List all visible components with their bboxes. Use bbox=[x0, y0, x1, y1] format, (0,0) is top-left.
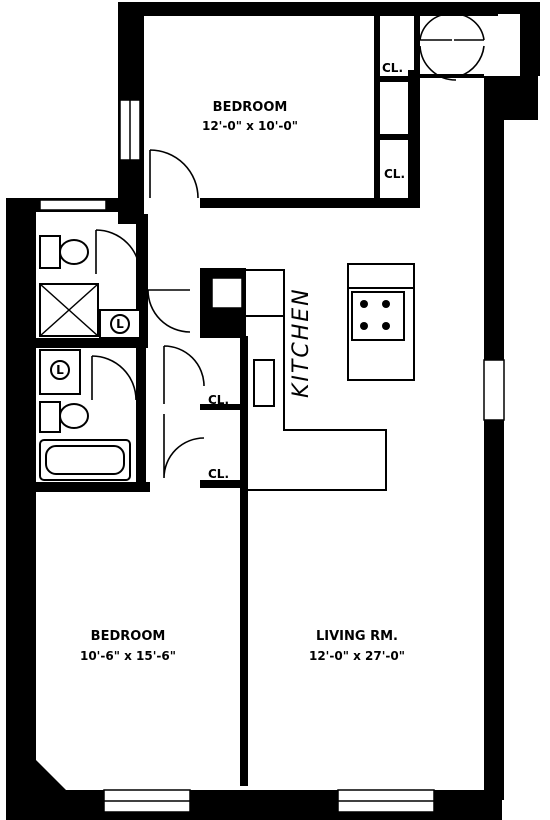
lavatory-icon bbox=[110, 314, 130, 334]
toilet-tank bbox=[39, 401, 61, 433]
closet-label: CL. bbox=[384, 167, 405, 181]
lavatory-label: L bbox=[56, 363, 64, 377]
interior-walls bbox=[36, 14, 484, 786]
toilet-tank bbox=[39, 235, 61, 269]
room-name-bottom-bedroom: BEDROOM bbox=[91, 629, 166, 644]
room-labels: BEDROOM 12'-0" x 10'-0" BEDROOM 10'-6" x… bbox=[80, 100, 405, 663]
stove bbox=[347, 263, 415, 381]
bathtub bbox=[39, 439, 131, 481]
closet-label: CL. bbox=[208, 467, 229, 481]
room-size-top-bedroom: 12'-0" x 10'-0" bbox=[202, 119, 298, 133]
closet-label: CL. bbox=[382, 61, 403, 75]
closet-labels: CL. CL. CL. CL. bbox=[208, 61, 405, 481]
closet-label: CL. bbox=[208, 393, 229, 407]
room-name-top-bedroom: BEDROOM bbox=[213, 100, 288, 115]
room-name-living: LIVING RM. bbox=[316, 629, 398, 644]
bathroom-fixtures: L L bbox=[39, 235, 141, 481]
room-size-bottom-bedroom: 10'-6" x 15'-6" bbox=[80, 649, 176, 663]
toilet-bowl bbox=[59, 239, 89, 265]
lavatory-icon bbox=[50, 360, 70, 380]
room-name-kitchen: KITCHEN bbox=[289, 287, 314, 398]
lavatory-label: L bbox=[116, 317, 124, 331]
kitchen-counters bbox=[246, 269, 387, 491]
toilet-bowl bbox=[59, 403, 89, 429]
doors bbox=[91, 13, 485, 479]
room-size-living: 12'-0" x 27'-0" bbox=[309, 649, 405, 663]
kitchen-sink bbox=[253, 359, 275, 407]
exterior-walls bbox=[6, 2, 540, 820]
